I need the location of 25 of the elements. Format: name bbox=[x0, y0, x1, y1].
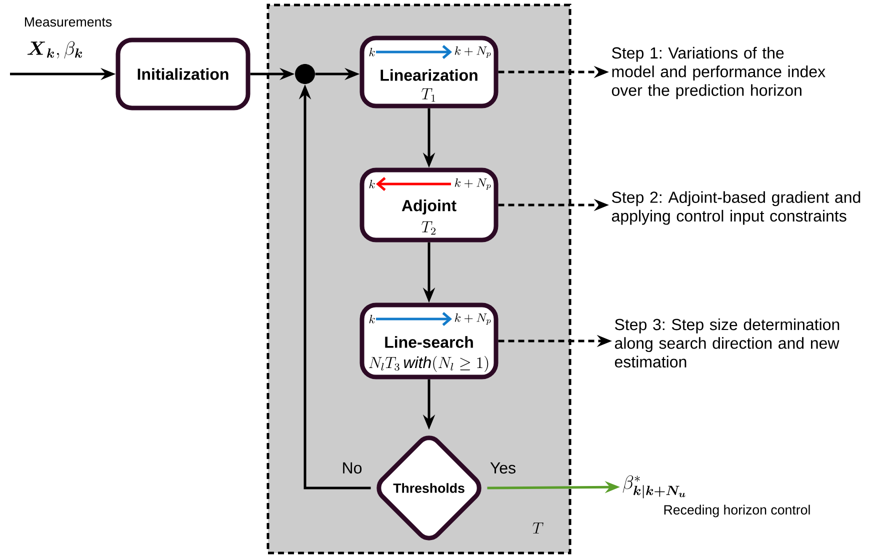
step-note: Step 2: Adjoint-based gradient and applying control input constraints bbox=[612, 191, 860, 225]
range-label: $k$ bbox=[369, 48, 375, 56]
period-label: $T$ bbox=[532, 522, 544, 534]
process-box bbox=[360, 302, 498, 380]
input-symbol: $\boldsymbol{X}_{\boldsymbol{k}},\beta_{\boldsymbol{k}}$ bbox=[27, 41, 82, 59]
box-title: Adjoint bbox=[402, 200, 456, 214]
junction-dot bbox=[295, 64, 315, 84]
output-symbol: $\beta^{*}_{\boldsymbol{k|k+N_u}}$ bbox=[622, 475, 686, 498]
range-label: $k+N_p$ bbox=[454, 178, 491, 190]
duration-label: $N_l T_3\,\mathit{with}(N_l\geq 1)$ bbox=[369, 356, 488, 372]
process-box: Initialization bbox=[116, 38, 250, 110]
box-title: Line-search bbox=[385, 336, 473, 348]
step-note: Step 1: Variations of the model and performance index over the prediction horizon bbox=[612, 46, 826, 100]
range-label: $k$ bbox=[369, 314, 375, 324]
step-note: Step 3: Step size determination along search direction and new estimation bbox=[614, 318, 840, 368]
range-label: $k$ bbox=[369, 180, 375, 188]
output-caption: Receding horizon control bbox=[664, 504, 810, 518]
input-label: Measurements bbox=[25, 17, 112, 27]
process-box bbox=[360, 168, 498, 242]
range-label: $k+N_p$ bbox=[454, 313, 491, 325]
duration-label: $T_2$ bbox=[422, 221, 436, 235]
duration-label: $T_1$ bbox=[422, 88, 436, 102]
box-title: Linearization bbox=[380, 69, 478, 81]
process-box bbox=[360, 36, 498, 108]
range-label: $k+N_p$ bbox=[454, 46, 491, 58]
